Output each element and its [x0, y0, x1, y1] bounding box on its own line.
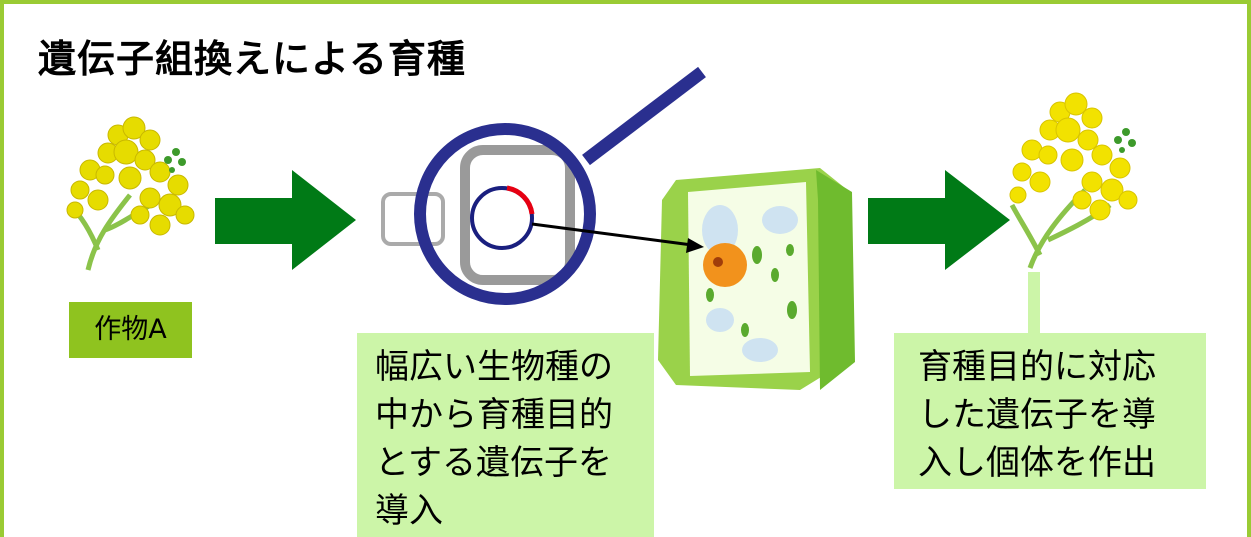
- callout-line: とする遺伝子を: [375, 443, 612, 483]
- crop-a-plant-image: [66, 116, 195, 271]
- callout-gene-source: 幅広い生物種の 中から育種目的 とする遺伝子を 導入: [357, 333, 654, 537]
- callout-line: 育種目的に対応: [918, 347, 1156, 387]
- callout-line: 入し個体を作出: [918, 443, 1156, 483]
- flow-arrow-1: [215, 170, 356, 270]
- callout-line: 導入: [375, 491, 443, 531]
- plasmid-icon: [470, 185, 535, 250]
- callout-result: 育種目的に対応 した遺伝子を導 入し個体を作出: [894, 333, 1206, 489]
- crop-a-label: 作物A: [69, 302, 192, 358]
- callout-pointer: [1028, 272, 1040, 334]
- flow-arrow-2: [868, 170, 1010, 270]
- modified-plant-image: [1009, 92, 1138, 269]
- callout-line: 中から育種目的: [375, 395, 613, 435]
- magnifier-icon: [414, 66, 706, 305]
- plant-cell-image: [658, 168, 855, 390]
- transfer-arrow: [531, 222, 704, 253]
- callout-line: 幅広い生物種の: [375, 347, 613, 387]
- callout-line: した遺伝子を導: [918, 395, 1156, 435]
- sample-container-shape: [381, 192, 445, 246]
- diagram-title: 遺伝子組換えによる育種: [38, 37, 466, 81]
